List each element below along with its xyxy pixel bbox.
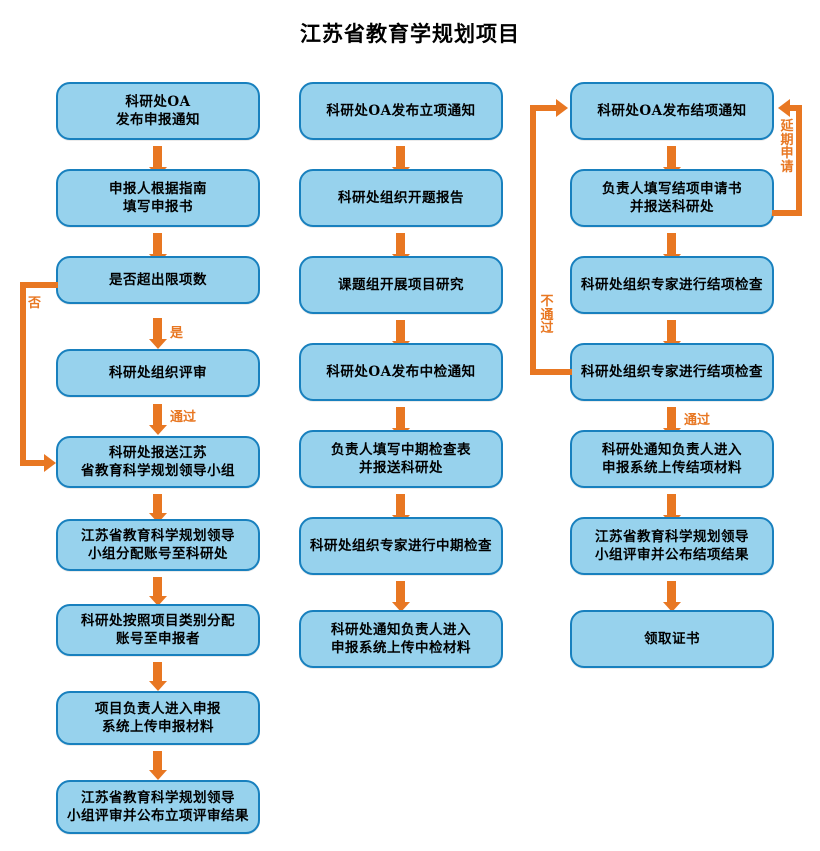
- arrow-c2n5-to-c2n6: [396, 494, 405, 516]
- flow-node-c2n5[interactable]: 负责人填写中期检查表 并报送科研处: [299, 430, 503, 488]
- flow-node-c2n2[interactable]: 科研处组织开题报告: [299, 169, 503, 227]
- node-label: 科研处报送江苏 省教育科学规划领导小组: [81, 444, 235, 479]
- flow-node-c2n3[interactable]: 课题组开展项目研究: [299, 256, 503, 314]
- arrow-c1n8-to-c1n9: [153, 751, 162, 771]
- node-label: 科研处通知负责人进入 申报系统上传中检材料: [331, 621, 471, 656]
- page-title: 江苏省教育学规划项目: [300, 21, 520, 46]
- loop-delay-segment-top: [790, 105, 802, 111]
- flow-node-c1n4[interactable]: 科研处组织评审: [56, 349, 260, 397]
- arrow-c3n3-to-c3n4: [667, 320, 676, 342]
- arrow-c1n2-to-c1n3: [153, 233, 162, 255]
- arrow-c1n5-to-c1n6: [153, 494, 162, 514]
- node-label: 江苏省教育科学规划领导 小组评审并公布结项结果: [595, 528, 749, 563]
- arrow-c2n6-to-c2n7: [396, 581, 405, 603]
- arrow-c3n5-to-c3n6: [667, 494, 676, 516]
- node-label: 科研处组织专家进行中期检查: [310, 537, 492, 554]
- flow-node-c1n2[interactable]: 申报人根据指南 填写申报书: [56, 169, 260, 227]
- node-label: 江苏省教育科学规划领导 小组评审并公布立项评审结果: [67, 789, 249, 824]
- flow-node-c3n4[interactable]: 科研处组织专家进行结项检查: [570, 343, 774, 401]
- flow-node-c1n8[interactable]: 项目负责人进入申报 系统上传申报材料: [56, 691, 260, 745]
- edge-label-fail: 不通过: [540, 294, 554, 337]
- loop-no-segment-bottom: [20, 460, 46, 466]
- arrow-c1n4-to-c1n5: [153, 404, 162, 426]
- node-label: 江苏省教育科学规划领导 小组分配账号至科研处: [81, 527, 235, 562]
- arrow-c3n1-to-c3n2: [667, 146, 676, 168]
- arrow-c2n3-to-c2n4: [396, 320, 405, 342]
- flow-node-c3n7[interactable]: 领取证书: [570, 610, 774, 668]
- node-label: 科研处OA发布立项通知: [326, 102, 476, 119]
- loop-delay-segment-right: [796, 105, 802, 216]
- arrow-c3n6-to-c3n7: [667, 581, 676, 603]
- edge-label-yes: 是: [170, 326, 184, 341]
- node-label: 科研处组织专家进行结项检查: [581, 363, 763, 380]
- flow-node-c2n6[interactable]: 科研处组织专家进行中期检查: [299, 517, 503, 575]
- node-label: 科研处OA 发布申报通知: [116, 93, 200, 128]
- loop-no-arrowhead: [44, 454, 56, 472]
- edge-label-delay: 延期申请: [780, 119, 794, 175]
- flow-node-c3n6[interactable]: 江苏省教育科学规划领导 小组评审并公布结项结果: [570, 517, 774, 575]
- node-label: 科研处OA发布中检通知: [326, 363, 476, 380]
- loop-delay-arrowhead: [778, 99, 790, 117]
- edge-label-pass-c3: 通过: [684, 413, 711, 428]
- node-label: 科研处通知负责人进入 申报系统上传结项材料: [602, 441, 742, 476]
- node-label: 科研处按照项目类别分配 账号至申报者: [81, 612, 235, 647]
- arrow-c1n7-to-c1n8: [153, 662, 162, 682]
- flow-node-c1n3[interactable]: 是否超出限项数: [56, 256, 260, 304]
- node-label: 是否超出限项数: [109, 271, 207, 288]
- edge-label-pass-c1: 通过: [170, 410, 197, 425]
- node-label: 科研处组织开题报告: [338, 189, 464, 206]
- node-label: 科研处组织专家进行结项检查: [581, 276, 763, 293]
- loop-fail-segment-bottom: [530, 369, 572, 375]
- edge-label-no: 否: [28, 296, 42, 311]
- flow-node-c1n5[interactable]: 科研处报送江苏 省教育科学规划领导小组: [56, 436, 260, 488]
- node-label: 科研处组织评审: [109, 364, 207, 381]
- flow-node-c2n1[interactable]: 科研处OA发布立项通知: [299, 82, 503, 140]
- arrow-c3n2-to-c3n3: [667, 233, 676, 255]
- node-label: 科研处OA发布结项通知: [597, 102, 747, 119]
- flow-node-c1n7[interactable]: 科研处按照项目类别分配 账号至申报者: [56, 604, 260, 656]
- loop-no-segment-top: [20, 282, 58, 288]
- arrow-c1n1-to-c1n2: [153, 146, 162, 168]
- loop-delay-segment-bottom: [772, 210, 802, 216]
- loop-fail-segment-left: [530, 105, 536, 375]
- flow-node-c1n9[interactable]: 江苏省教育科学规划领导 小组评审并公布立项评审结果: [56, 780, 260, 834]
- node-label: 项目负责人进入申报 系统上传申报材料: [95, 700, 221, 735]
- flow-node-c1n1[interactable]: 科研处OA 发布申报通知: [56, 82, 260, 140]
- loop-no-segment-left: [20, 282, 26, 466]
- node-label: 申报人根据指南 填写申报书: [109, 180, 207, 215]
- arrow-c2n1-to-c2n2: [396, 146, 405, 168]
- arrow-c2n4-to-c2n5: [396, 407, 405, 429]
- arrow-c3n4-to-c3n5: [667, 407, 676, 429]
- flow-node-c2n7[interactable]: 科研处通知负责人进入 申报系统上传中检材料: [299, 610, 503, 668]
- node-label: 负责人填写中期检查表 并报送科研处: [331, 441, 471, 476]
- flow-node-c3n2[interactable]: 负责人填写结项申请书 并报送科研处: [570, 169, 774, 227]
- flow-node-c3n3[interactable]: 科研处组织专家进行结项检查: [570, 256, 774, 314]
- arrow-c1n3-to-c1n4: [153, 318, 162, 340]
- loop-fail-segment-top: [530, 105, 558, 111]
- loop-fail-arrowhead: [556, 99, 568, 117]
- flow-node-c3n1[interactable]: 科研处OA发布结项通知: [570, 82, 774, 140]
- arrow-c2n2-to-c2n3: [396, 233, 405, 255]
- node-label: 课题组开展项目研究: [338, 276, 464, 293]
- flow-node-c2n4[interactable]: 科研处OA发布中检通知: [299, 343, 503, 401]
- flow-node-c1n6[interactable]: 江苏省教育科学规划领导 小组分配账号至科研处: [56, 519, 260, 571]
- node-label: 负责人填写结项申请书 并报送科研处: [602, 180, 742, 215]
- flow-node-c3n5[interactable]: 科研处通知负责人进入 申报系统上传结项材料: [570, 430, 774, 488]
- node-label: 领取证书: [644, 630, 700, 647]
- arrow-c1n6-to-c1n7: [153, 577, 162, 597]
